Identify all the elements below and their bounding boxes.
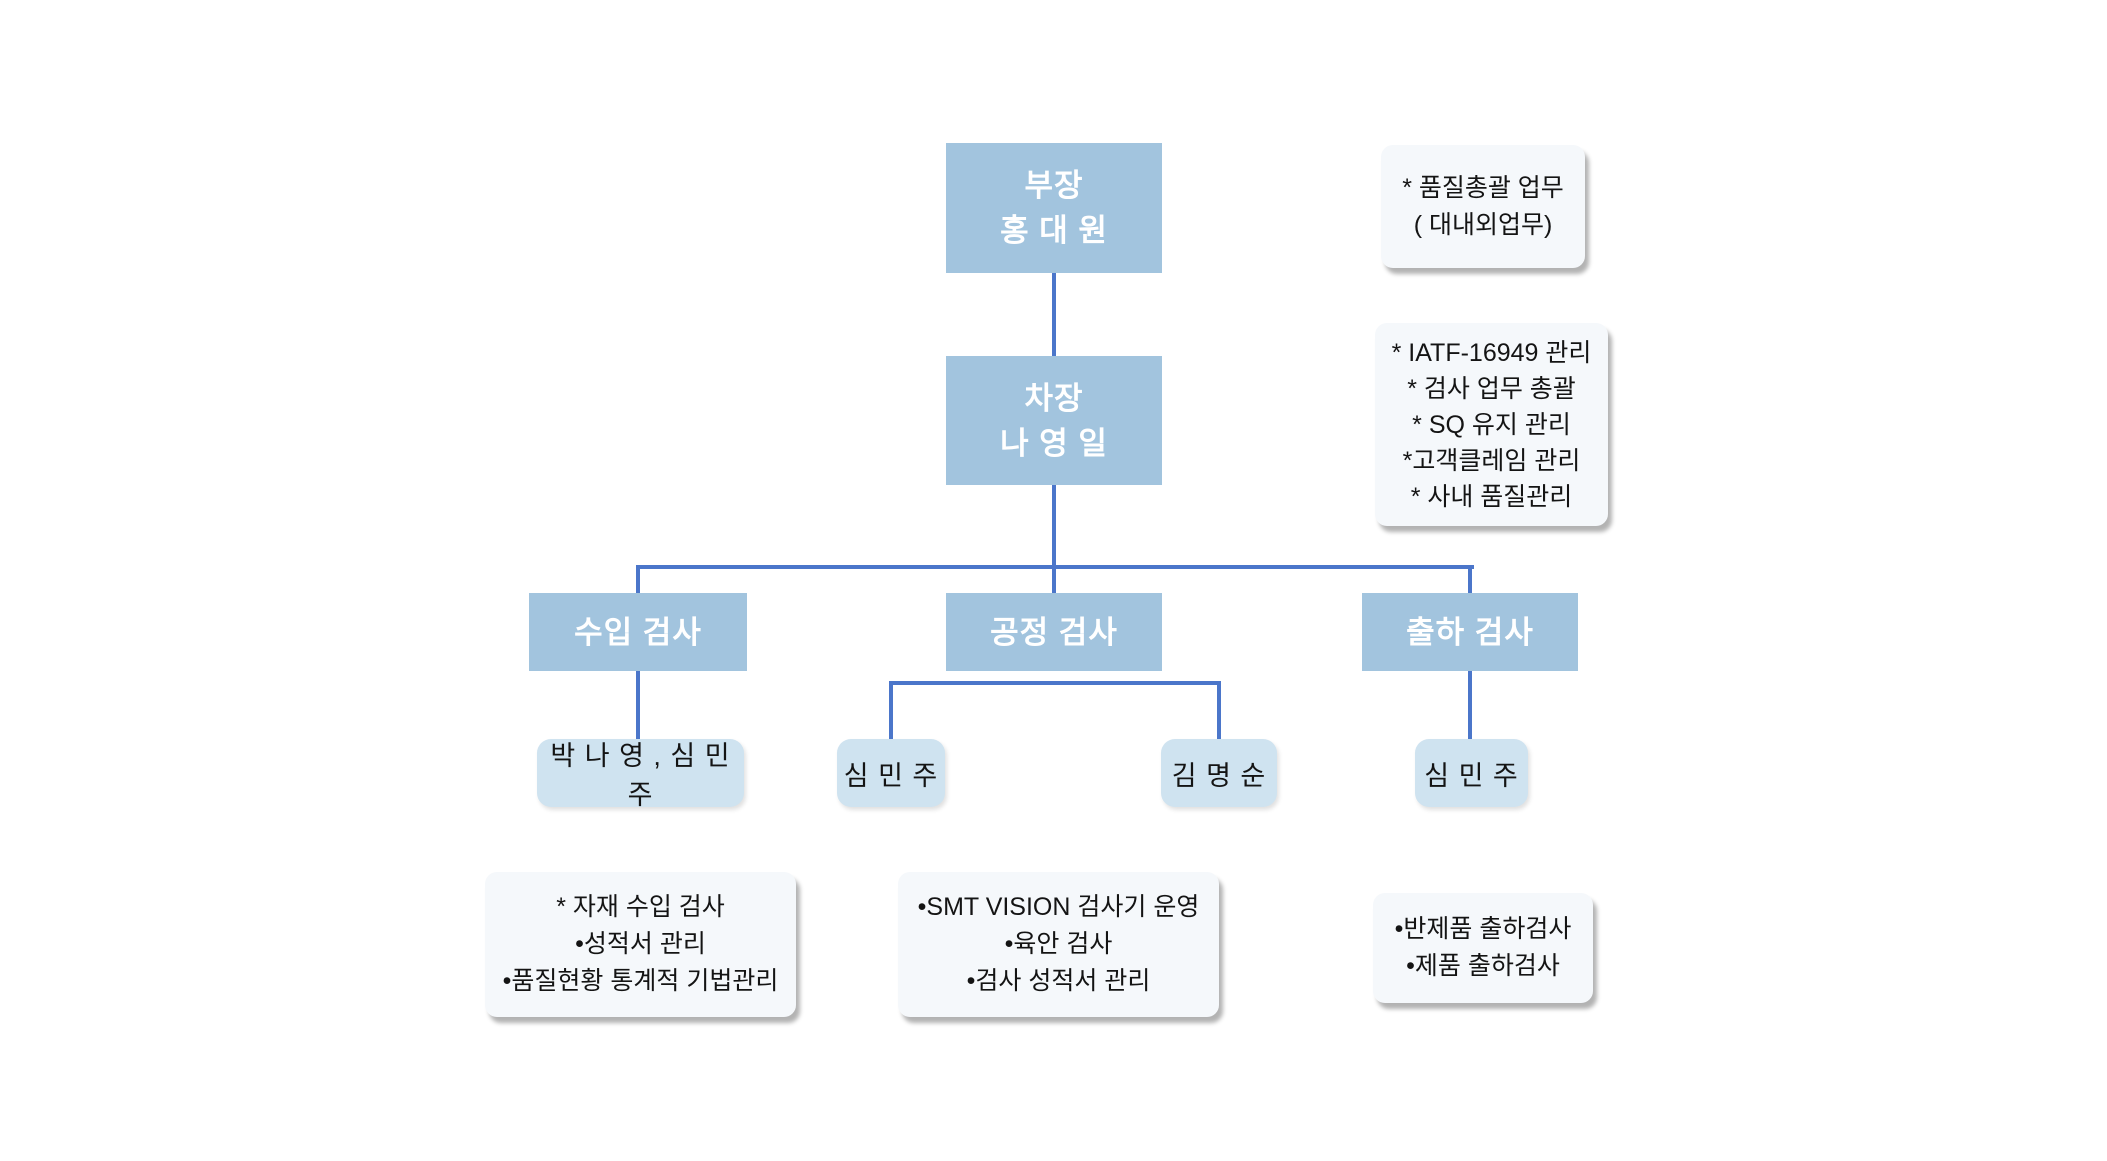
deputy-name: 나 영 일 xyxy=(1000,425,1108,461)
note-line: •검사 성적서 관리 xyxy=(966,967,1151,995)
node-deputy-manager: 차장 나 영 일 xyxy=(946,356,1162,485)
connector-departments-horizontal xyxy=(636,565,1474,569)
connector-process-bracket xyxy=(889,681,1221,685)
member-process-inspection-1: 심 민 주 xyxy=(837,739,945,807)
manager-title: 부장 xyxy=(1024,168,1084,203)
note-line: •육안 검사 xyxy=(1004,930,1113,958)
member-incoming-inspection: 박 나 영 , 심 민 주 xyxy=(537,739,744,810)
member-name: 김 명 순 xyxy=(1171,760,1267,791)
outgoing-label: 출하 검사 xyxy=(1406,614,1534,650)
note-line: * 품질총괄 업무 xyxy=(1402,173,1564,202)
note-line: * 자재 수입 검사 xyxy=(556,893,725,921)
note-line: •품질현황 통계적 기법관리 xyxy=(502,967,779,995)
note-line: * 검사 업무 총괄 xyxy=(1407,374,1576,403)
node-incoming-inspection: 수입 검사 xyxy=(529,593,747,671)
note-incoming-duties: * 자재 수입 검사 •성적서 관리 •품질현황 통계적 기법관리 xyxy=(485,872,796,1017)
deputy-title: 차장 xyxy=(1024,380,1084,416)
node-manager: 부장 홍 대 원 xyxy=(946,143,1162,273)
note-manager-duties: * 품질총괄 업무 ( 대내외업무) xyxy=(1381,145,1585,268)
connector-process-member1-drop xyxy=(889,681,893,741)
process-label: 공정 검사 xyxy=(990,614,1118,650)
connector-manager-deputy xyxy=(1052,272,1056,358)
note-line: ( 대내외업무) xyxy=(1413,210,1553,239)
member-name: 박 나 영 , 심 민 주 xyxy=(550,741,731,810)
note-deputy-duties: * IATF-16949 관리 * 검사 업무 총괄 * SQ 유지 관리 *고… xyxy=(1375,323,1608,526)
note-line: * SQ 유지 관리 xyxy=(1412,410,1571,439)
note-outgoing-duties: •반제품 출하검사 •제품 출하검사 xyxy=(1373,893,1593,1003)
manager-name: 홍 대 원 xyxy=(1000,213,1108,248)
note-line: •성적서 관리 xyxy=(575,930,706,958)
node-process-inspection: 공정 검사 xyxy=(946,593,1162,671)
connector-process-member2-drop xyxy=(1217,681,1221,741)
note-line: •제품 출하검사 xyxy=(1406,952,1560,980)
member-name: 심 민 주 xyxy=(843,760,939,791)
incoming-label: 수입 검사 xyxy=(574,614,702,650)
note-line: *고객클레임 관리 xyxy=(1402,446,1581,475)
member-process-inspection-2: 김 명 순 xyxy=(1161,739,1277,807)
member-name: 심 민 주 xyxy=(1424,760,1519,791)
note-process-duties: •SMT VISION 검사기 운영 •육안 검사 •검사 성적서 관리 xyxy=(898,872,1219,1017)
node-outgoing-inspection: 출하 검사 xyxy=(1362,593,1578,671)
note-line: •SMT VISION 검사기 운영 xyxy=(917,893,1200,921)
note-line: * 사내 품질관리 xyxy=(1410,482,1573,511)
note-line: •반제품 출하검사 xyxy=(1394,915,1572,943)
note-line: * IATF-16949 관리 xyxy=(1391,338,1592,367)
connector-deputy-process xyxy=(1052,484,1056,595)
member-outgoing-inspection: 심 민 주 xyxy=(1415,739,1528,807)
